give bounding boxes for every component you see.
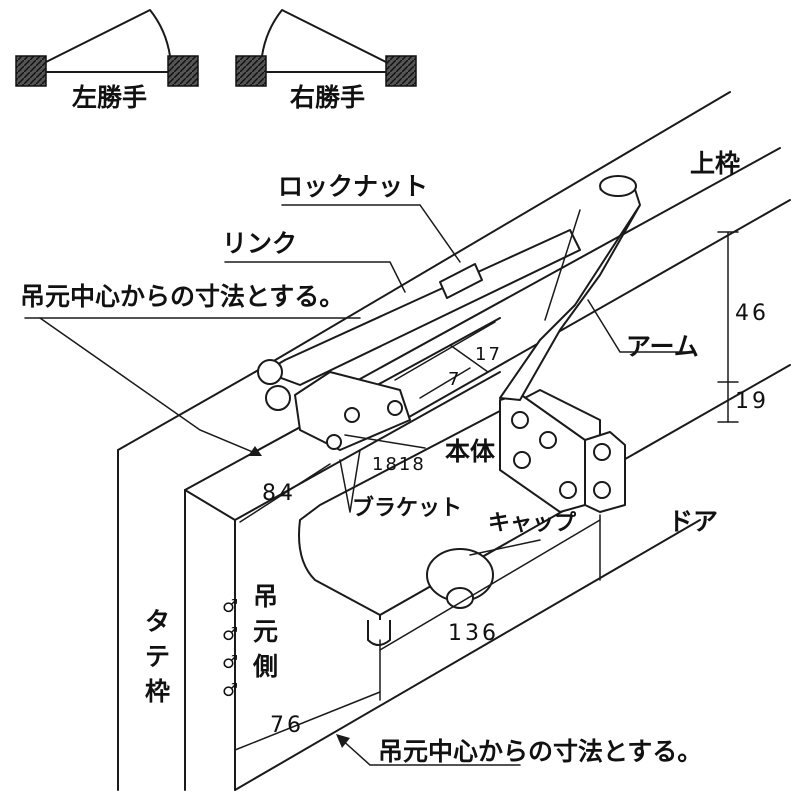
svg-text:♂: ♂	[222, 680, 240, 701]
dim-84-lines	[239, 463, 331, 523]
link-leader	[224, 261, 406, 293]
main-arm	[499, 175, 641, 401]
measure-note-bottom: 吊元中心からの寸法とする。	[378, 737, 702, 766]
cap	[426, 548, 494, 609]
svg-text:♂: ♂	[222, 624, 240, 645]
measure-note-top: 吊元中心からの寸法とする。	[20, 282, 344, 311]
top-frame	[117, 91, 791, 451]
link-label: リンク	[222, 229, 297, 258]
arm-leader	[587, 299, 691, 353]
dim-84: 84	[262, 481, 296, 506]
door-label: ドア	[668, 507, 718, 536]
dim-76: 76	[270, 713, 304, 738]
measure-note-top-leader	[39, 317, 261, 456]
dim-vertical	[717, 231, 739, 423]
svg-text:♂: ♂	[222, 652, 240, 673]
dim-7: 7	[448, 369, 461, 390]
hinge-mark-icon: ♂ ♂ ♂ ♂	[222, 596, 240, 701]
svg-text:♂: ♂	[222, 596, 240, 617]
hinge-side-label-1: 吊	[253, 582, 278, 611]
measure-note-top-arrow	[248, 446, 262, 456]
dim-136-lines	[379, 514, 601, 701]
measure-note-bottom-leader	[339, 737, 521, 766]
right-hand-label: 右勝手	[290, 83, 365, 112]
vertical-frame-label-2: テ	[145, 642, 170, 671]
lock-nut-leader	[281, 204, 461, 263]
dim-19: 19	[735, 389, 769, 414]
dim-17: 17	[475, 344, 502, 365]
left-hand-label: 左勝手	[72, 83, 147, 112]
dim-46: 46	[735, 301, 769, 326]
lock-nut-label: ロックナット	[278, 172, 428, 201]
body-label: 本体	[445, 437, 496, 466]
dim-17-7-lines	[394, 321, 496, 399]
right-hand-icon	[235, 9, 417, 87]
mounting-plate	[499, 393, 626, 513]
measure-note-bottom-arrow	[336, 734, 350, 748]
vertical-frame-label-1: タ	[145, 607, 170, 636]
cap-leader	[469, 539, 541, 556]
arm-label: アーム	[626, 332, 699, 361]
dim-1818: 1818	[372, 454, 426, 475]
bracket	[294, 371, 411, 451]
hinge-side-label-2: 元	[253, 617, 278, 646]
dim-1818-line	[344, 434, 426, 449]
vertical-frame	[117, 449, 186, 791]
link-rod	[257, 229, 581, 411]
left-hand-icon	[15, 9, 199, 87]
bracket-leader	[339, 449, 361, 513]
dim-76-lines	[234, 691, 381, 751]
cap-label: キャップ	[488, 511, 577, 536]
hinge-side-label-3: 側	[252, 652, 278, 681]
vertical-frame-label-3: 枠	[145, 677, 170, 706]
top-frame-label: 上枠	[690, 149, 740, 178]
bracket-label: ブラケット	[352, 495, 462, 521]
dim-136: 136	[448, 621, 499, 646]
